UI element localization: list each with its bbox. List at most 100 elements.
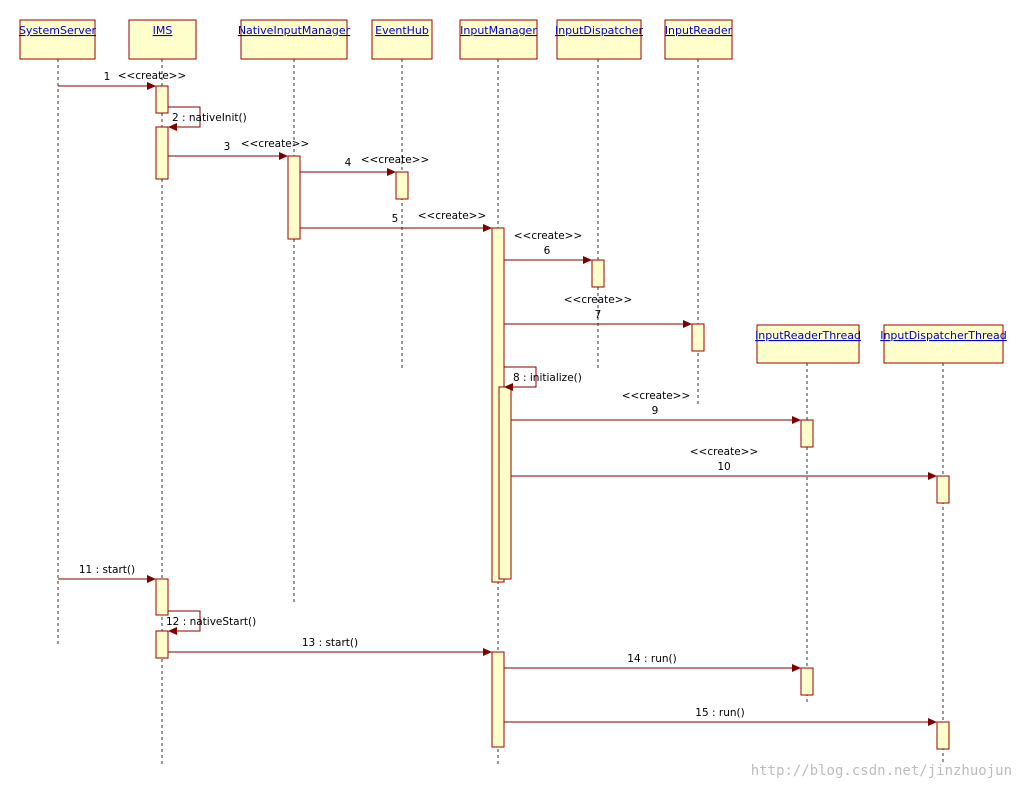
arrowhead: [168, 123, 177, 131]
arrowhead: [147, 575, 156, 583]
participant-name: NativeInputManager: [238, 24, 351, 37]
activation-bar-nativeinputmanager: [287, 155, 301, 240]
self-message-line: [168, 610, 201, 632]
participant-box: [371, 19, 433, 60]
message-number: 7: [595, 309, 602, 321]
activation-bar-inputreader: [691, 323, 705, 352]
message-number: 1: [104, 71, 111, 83]
messages: <<create>>12 : nativeInit()<<create>>3<<…: [58, 70, 937, 726]
participant-name: SystemServer: [19, 24, 97, 37]
message-m2: 2 : nativeInit(): [168, 106, 247, 131]
arrowhead: [147, 82, 156, 90]
participant-inputdispatcherthread: InputDispatcherThread: [880, 324, 1007, 364]
message-m11: 11 : start(): [58, 564, 156, 583]
arrowhead: [483, 648, 492, 656]
activation-bar-inputdispatcherthread: [936, 721, 950, 750]
message-stereotype: <<create>>: [418, 210, 487, 222]
arrowhead: [279, 152, 288, 160]
activation-bar-ims: [155, 630, 169, 659]
message-m12: 12 : nativeStart(): [166, 610, 256, 635]
message-m5: <<create>> 5: [300, 210, 492, 232]
message-m15: 15 : run(): [504, 707, 937, 726]
watermark-text: http://blog.csdn.net/jinzhuojun: [751, 763, 1012, 779]
message-stereotype: <<create>>: [622, 390, 691, 402]
arrowhead: [483, 224, 492, 232]
participant-nativeinputmanager: NativeInputManager: [238, 19, 351, 60]
message-number: 4: [345, 157, 352, 169]
message-m8: 8 : initialize(): [504, 366, 582, 391]
participant-name: EventHub: [375, 24, 429, 37]
participant-box: [19, 19, 96, 60]
participant-systemserver: SystemServer: [19, 19, 97, 60]
participant-inputmanager: InputManager: [459, 19, 538, 60]
self-message-line: [168, 106, 201, 128]
message-label: 8 : initialize(): [513, 372, 582, 384]
arrowhead: [387, 168, 396, 176]
message-stereotype: <<create>>: [564, 294, 633, 306]
arrowhead: [928, 718, 937, 726]
arrowhead: [583, 256, 592, 264]
activation-bar-inputmanager: [498, 386, 512, 580]
participant-box: [128, 19, 197, 60]
activation-bar-ims: [155, 85, 169, 114]
participant-eventhub: EventHub: [371, 19, 433, 60]
arrowhead: [683, 320, 692, 328]
participant-box: [459, 19, 538, 60]
message-stereotype: <<create>>: [690, 446, 759, 458]
participant-inputdispatcher: InputDispatcher: [555, 19, 644, 60]
participant-box: [664, 19, 733, 60]
activation-bar-inputdispatcher: [591, 259, 605, 288]
message-stereotype: <<create>>: [361, 154, 430, 166]
participant-inputreaderthread: InputReaderThread: [755, 324, 861, 364]
message-m13: 13 : start(): [168, 637, 492, 656]
participant-name: InputReader: [665, 24, 733, 37]
activation-bar-inputmanager: [491, 651, 505, 748]
participant-box: [556, 19, 642, 60]
participant-name: InputDispatcher: [555, 24, 644, 37]
message-m4: <<create>> 4: [300, 154, 429, 176]
activation-bar-inputdispatcherthread: [936, 475, 950, 504]
message-label: 15 : run(): [695, 707, 744, 719]
participants: SystemServer IMS NativeInputManager EventHu…: [19, 19, 1007, 364]
arrowhead: [928, 472, 937, 480]
message-m3: <<create>> 3: [168, 138, 309, 160]
participant-name: InputReaderThread: [755, 329, 861, 342]
message-stereotype: <<create>>: [118, 70, 187, 82]
activation-bar-ims: [155, 126, 169, 180]
arrowhead: [168, 627, 177, 635]
message-label: 12 : nativeStart(): [166, 616, 256, 628]
message-number: 10: [717, 461, 730, 473]
self-message-line: [504, 366, 537, 388]
arrowhead: [792, 664, 801, 672]
message-label: 14 : run(): [627, 653, 676, 665]
message-m6: <<create>> 6: [504, 230, 592, 264]
arrowhead: [792, 416, 801, 424]
activation-bar-eventhub: [395, 171, 409, 200]
participant-name: IMS: [153, 24, 173, 37]
message-label: 13 : start(): [302, 637, 358, 649]
participant-box: [240, 19, 348, 60]
arrowhead: [504, 383, 513, 391]
participant-name: InputManager: [460, 24, 537, 37]
message-number: 5: [392, 213, 399, 225]
activations: [155, 85, 950, 750]
message-label: 2 : nativeInit(): [172, 112, 247, 124]
message-stereotype: <<create>>: [514, 230, 583, 242]
participant-ims: IMS: [128, 19, 197, 60]
message-m7: <<create>> 7: [504, 294, 692, 328]
participant-inputreader: InputReader: [664, 19, 733, 60]
message-number: 9: [652, 405, 659, 417]
message-m10: <<create>> 10: [511, 446, 937, 480]
message-stereotype: <<create>>: [241, 138, 310, 150]
message-label: 11 : start(): [79, 564, 135, 576]
participant-name: InputDispatcherThread: [880, 329, 1007, 342]
activation-bar-inputreaderthread: [800, 667, 814, 696]
participant-box: [756, 324, 860, 364]
activation-bar-inputreaderthread: [800, 419, 814, 448]
message-m14: 14 : run(): [504, 653, 801, 672]
message-number: 3: [224, 141, 231, 153]
message-number: 6: [544, 245, 551, 257]
activation-bar-ims: [155, 578, 169, 616]
message-m9: <<create>> 9: [511, 390, 801, 424]
